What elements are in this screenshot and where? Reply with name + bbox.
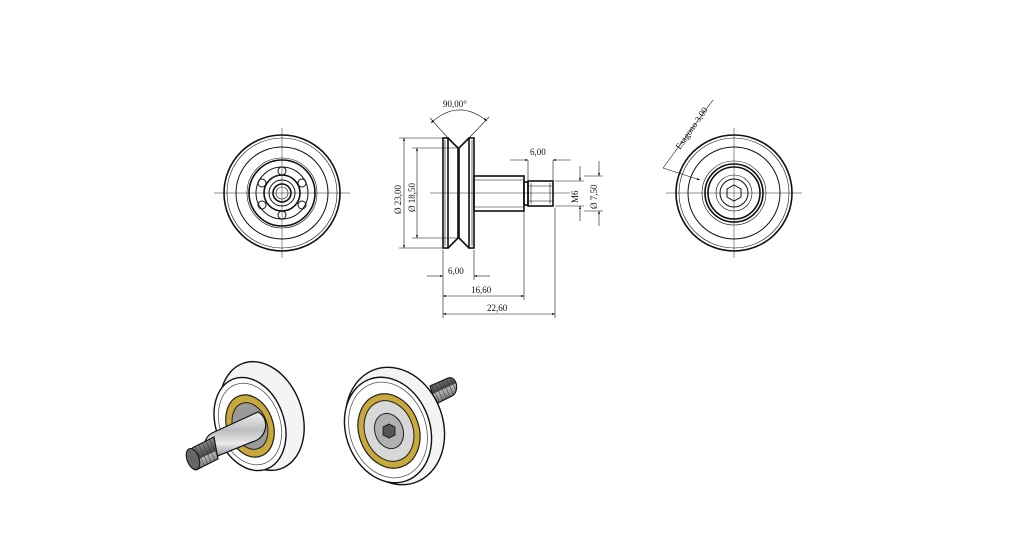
dimension-pin-diameter: Ø 7,50 [584, 161, 603, 226]
dimension-angle: 90,00° [429, 99, 490, 139]
angle-label: 90,00° [443, 99, 467, 109]
bearing-balls [257, 166, 307, 220]
pin-diameter-label: Ø 7,50 [589, 184, 599, 209]
thread-label: M6 [570, 190, 580, 203]
thread-length-label: 6,00 [530, 147, 546, 157]
dimension-shoulder-length: 16,60 [442, 212, 525, 300]
hex-socket-icon [726, 184, 742, 202]
dimension-thread: M6 [555, 166, 584, 221]
iso-hex-socket-icon [382, 423, 396, 439]
hex-label: Esagono 3,00 [673, 105, 710, 151]
dimension-total-length: 22,60 [442, 208, 556, 318]
outer-diameter-label: Ø 23,00 [393, 185, 403, 214]
groove-diameter-label: Ø 18,50 [407, 183, 417, 212]
dimension-thread-length: 6,00 [510, 147, 571, 180]
dimension-outer-diameter: Ø 23,00 [393, 137, 443, 249]
total-length-label: 22,60 [487, 303, 508, 313]
right-end-view: Esagono 3,00 [662, 99, 802, 258]
isometric-view-shaft [185, 360, 305, 472]
dimension-groove-diameter: Ø 18,50 [407, 147, 458, 239]
dimension-wheel-width: 6,00 [427, 250, 490, 280]
isometric-view-hex [343, 366, 458, 486]
shoulder-length-label: 16,60 [471, 285, 492, 295]
left-end-view [214, 128, 350, 258]
wheel-width-label: 6,00 [448, 266, 464, 276]
side-view [430, 137, 570, 249]
